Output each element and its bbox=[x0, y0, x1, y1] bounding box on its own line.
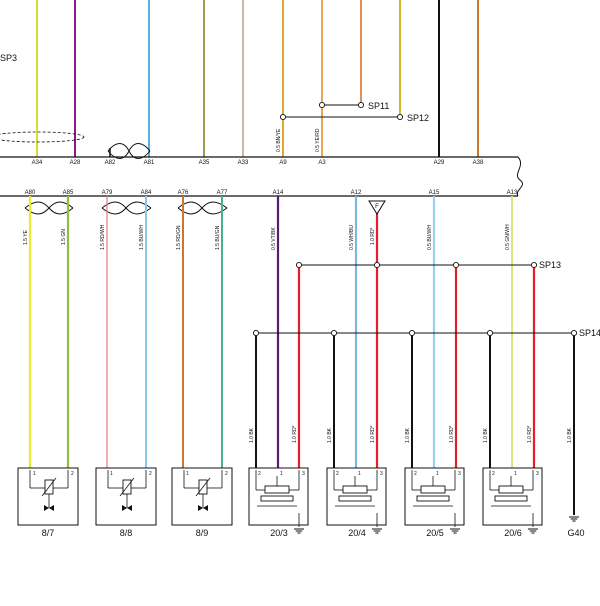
splice-sp3-label: SP3 bbox=[0, 53, 17, 63]
terminal-number: 2 bbox=[336, 471, 339, 477]
splice-sp11-label: SP11 bbox=[368, 101, 389, 111]
wire-label: 0.5 BU/WH bbox=[427, 225, 433, 250]
pin-label: A12 bbox=[351, 190, 362, 196]
pin-label: A84 bbox=[141, 190, 152, 196]
pin-label: A35 bbox=[199, 160, 210, 166]
ground-label: G40 bbox=[567, 528, 584, 538]
splice-sp13-label: SP13 bbox=[539, 260, 561, 270]
component-label: 8/9 bbox=[196, 528, 209, 538]
wire-label: 0.5 VT/BK bbox=[271, 227, 277, 250]
component-label: 20/3 bbox=[270, 528, 288, 538]
terminal-number: 3 bbox=[380, 471, 383, 477]
pin-label: A81 bbox=[144, 160, 155, 166]
wire-label: 1.0 RD* bbox=[370, 425, 376, 443]
pin-label: A33 bbox=[238, 160, 249, 166]
component-label: 20/4 bbox=[348, 528, 366, 538]
component-labels: 8/7 8/8 8/9 20/3 20/4 20/5 20/6 G40 bbox=[42, 528, 585, 538]
top-pin-labels: A34 A28 A82 A81 A35 A33 A9 A3 A29 A38 bbox=[32, 160, 484, 166]
wire-label: 1.5 RD/WH bbox=[100, 224, 106, 250]
wire-label: 1.0 RD* bbox=[527, 425, 533, 443]
component-20-4 bbox=[326, 467, 387, 534]
pin-label: A15 bbox=[429, 190, 440, 196]
pin-label: A29 bbox=[434, 160, 445, 166]
pin-label: A34 bbox=[32, 160, 43, 166]
terminal-numbers-sensors: 2 1 3 2 1 3 2 1 3 2 1 3 bbox=[258, 471, 539, 477]
terminal-numbers-motors: 1 2 1 2 1 2 bbox=[33, 471, 228, 477]
terminal-number: 3 bbox=[536, 471, 539, 477]
component-20-5 bbox=[404, 467, 465, 534]
component-label: 8/7 bbox=[42, 528, 55, 538]
pin-label: A76 bbox=[178, 190, 189, 196]
lower-wires bbox=[24, 196, 578, 515]
fuse-marker: F bbox=[375, 204, 379, 210]
wire-label-a9: 0.5 BN/YE bbox=[276, 128, 282, 152]
component-label: 20/6 bbox=[504, 528, 522, 538]
terminal-number: 1 bbox=[33, 471, 36, 477]
terminal-number: 2 bbox=[414, 471, 417, 477]
connector-bar bbox=[0, 156, 523, 197]
component-8-8 bbox=[95, 467, 157, 526]
wire-label: 1.0 RD* bbox=[370, 227, 376, 245]
pin-label: A13 bbox=[507, 190, 518, 196]
wire-label: 0.5 GN/WH bbox=[505, 224, 511, 250]
terminal-number: 1 bbox=[110, 471, 113, 477]
wire-label-a3: 0.5 YE/RD bbox=[315, 128, 321, 152]
pin-label: A79 bbox=[102, 190, 113, 196]
pin-label: A3 bbox=[318, 160, 326, 166]
pin-label: A80 bbox=[25, 190, 36, 196]
terminal-number: 2 bbox=[71, 471, 74, 477]
lower-wire-labels: 1.5 YE 1.5 GN 1.5 RD/WH 1.5 BU/WH 1.5 RD… bbox=[23, 224, 573, 443]
pin-label: A77 bbox=[217, 190, 228, 196]
component-20-6 bbox=[482, 467, 543, 534]
component-label: 20/5 bbox=[426, 528, 444, 538]
component-20-3 bbox=[248, 467, 309, 534]
splice-sp14-label: SP14 bbox=[579, 328, 600, 338]
terminal-number: 1 bbox=[436, 471, 439, 477]
wire-label: 1.0 BK bbox=[327, 427, 333, 443]
wire-label: 1.0 BK bbox=[483, 427, 489, 443]
pin-label: A85 bbox=[63, 190, 74, 196]
pin-label: A82 bbox=[105, 160, 116, 166]
wire-label: 1.0 BK bbox=[567, 427, 573, 443]
wire-label: 1.0 BK bbox=[249, 427, 255, 443]
terminal-number: 3 bbox=[458, 471, 461, 477]
terminal-number: 1 bbox=[514, 471, 517, 477]
wire-label: 1.0 BK bbox=[405, 427, 411, 443]
terminal-number: 2 bbox=[149, 471, 152, 477]
wire-label: 1.5 YE bbox=[23, 229, 29, 245]
bottom-pin-labels: A80 A85 A79 A84 A76 A77 A14 A12 A15 A13 bbox=[25, 190, 518, 196]
terminal-number: 1 bbox=[280, 471, 283, 477]
ground-symbol bbox=[568, 516, 580, 522]
terminal-number: 3 bbox=[302, 471, 305, 477]
wire-label: 1.0 RD* bbox=[292, 425, 298, 443]
terminal-number: 2 bbox=[258, 471, 261, 477]
terminal-number: 1 bbox=[358, 471, 361, 477]
wire-label: 0.5 WH/BU bbox=[349, 225, 355, 250]
component-8-9 bbox=[171, 467, 233, 526]
terminal-number: 1 bbox=[186, 471, 189, 477]
terminal-number: 2 bbox=[492, 471, 495, 477]
terminal-number: 2 bbox=[225, 471, 228, 477]
wire-label: 1.5 BU/WH bbox=[139, 225, 145, 250]
wire-label: 1.5 GN bbox=[61, 229, 67, 245]
pin-label: A38 bbox=[473, 160, 484, 166]
component-8-7 bbox=[17, 467, 79, 526]
wire-label: 1.5 BU/GN bbox=[215, 225, 221, 250]
splice-sp12-label: SP12 bbox=[407, 113, 429, 123]
wire-label: 1.0 RD* bbox=[449, 425, 455, 443]
pin-label: A9 bbox=[279, 160, 287, 166]
upper-wires bbox=[0, 0, 479, 159]
component-label: 8/8 bbox=[120, 528, 133, 538]
pin-label: A28 bbox=[70, 160, 81, 166]
wire-label: 1.5 RD/GN bbox=[176, 225, 182, 250]
pin-label: A14 bbox=[273, 190, 284, 196]
